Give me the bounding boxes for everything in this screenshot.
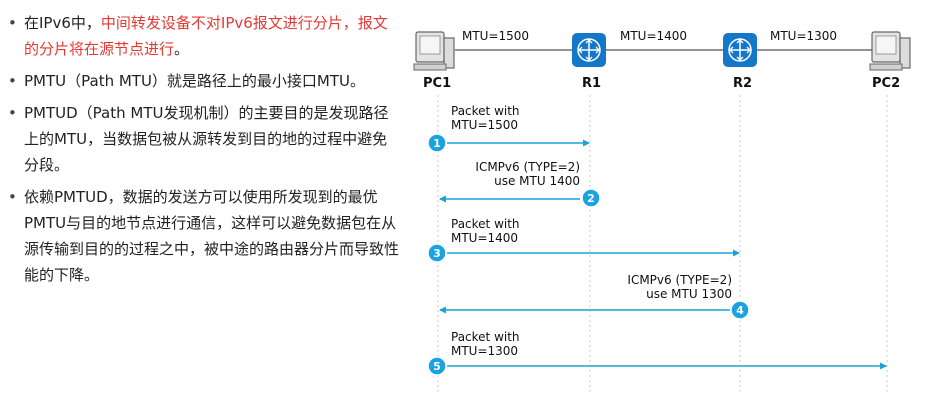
step-1-number: 1: [433, 137, 441, 150]
node-label-r2: R2: [733, 76, 752, 91]
step-3-label-line1: Packet with: [451, 217, 520, 231]
step-5-label-line2: MTU=1300: [451, 344, 518, 358]
step-1-label-line1: Packet with: [451, 104, 520, 118]
step-3-label-line2: MTU=1400: [451, 231, 518, 245]
bullet-item-pmtu: • PMTU（Path MTU）就是路径上的最小接口MTU。: [4, 68, 399, 94]
step-5-label-line1: Packet with: [451, 330, 520, 344]
bullet-dot-icon: •: [8, 104, 17, 122]
bullet-text: 依赖PMTUD，数据的发送方可以使用所发现到的最优PMTU与目的地节点进行通信，…: [24, 188, 400, 284]
bullet-text: PMTU（Path MTU）就是路径上的最小接口MTU。: [24, 72, 366, 90]
step-4-badge: [730, 300, 750, 320]
step-1-badge: [427, 133, 447, 153]
step-2-number: 2: [587, 192, 595, 205]
step-2-label-line2: use MTU 1400: [494, 174, 580, 188]
link-mtu-r2-pc2: MTU=1300: [770, 29, 837, 43]
bullet-dot-icon: •: [8, 14, 17, 32]
bullet-item-pmtud-benefit: • 依赖PMTUD，数据的发送方可以使用所发现到的最优PMTU与目的地节点进行通…: [4, 184, 399, 288]
bullet-text: PMTUD（Path MTU发现机制）的主要目的是发现路径上的MTU，当数据包被…: [24, 104, 389, 174]
bullet-item-ipv6-fragmentation: • 在IPv6中，中间转发设备不对IPv6报文进行分片，报文的分片将在源节点进行…: [4, 10, 399, 62]
bullet-list: • 在IPv6中，中间转发设备不对IPv6报文进行分片，报文的分片将在源节点进行…: [4, 10, 399, 294]
step-4-label-line1: ICMPv6 (TYPE=2): [627, 273, 732, 287]
step-3-number: 3: [433, 247, 441, 260]
bullet-item-pmtud-purpose: • PMTUD（Path MTU发现机制）的主要目的是发现路径上的MTU，当数据…: [4, 100, 399, 178]
step-4-label-line2: use MTU 1300: [646, 287, 732, 301]
node-label-pc2: PC2: [872, 76, 900, 91]
step-1-label-line2: MTU=1500: [451, 118, 518, 132]
step-2-label-line1: ICMPv6 (TYPE=2): [475, 160, 580, 174]
r2-router-icon: [723, 33, 757, 67]
step-2-badge: [581, 188, 601, 208]
link-mtu-pc1-r1: MTU=1500: [462, 29, 529, 43]
bullet-text: 在IPv6中，中间转发设备不对IPv6报文进行分片，报文的分片将在源节点进行。: [24, 14, 388, 58]
step-5-number: 5: [433, 360, 441, 373]
step-5-badge: [427, 356, 447, 376]
node-label-pc1: PC1: [423, 76, 451, 91]
link-mtu-r1-r2: MTU=1400: [620, 29, 687, 43]
pc1-computer-icon: [413, 31, 455, 71]
step-3-badge: [427, 243, 447, 263]
pc2-computer-icon: [869, 31, 911, 71]
bullet-dot-icon: •: [8, 72, 17, 90]
node-label-r1: R1: [582, 76, 601, 91]
r1-router-icon: [572, 33, 606, 67]
step-4-number: 4: [736, 304, 744, 317]
bullet-dot-icon: •: [8, 188, 17, 206]
